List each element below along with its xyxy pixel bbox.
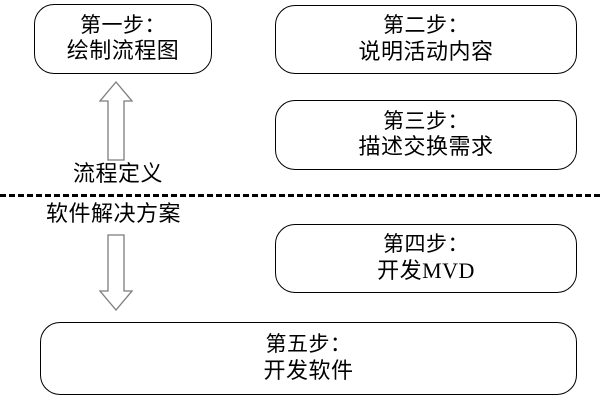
node-step-1-body: 绘制流程图 xyxy=(66,38,180,64)
node-step-5[interactable]: 第五步： 开发软件 xyxy=(40,322,577,395)
node-step-3-body: 描述交换需求 xyxy=(358,134,494,160)
node-step-1[interactable]: 第一步： 绘制流程图 xyxy=(34,4,212,74)
block-arrow-down-icon xyxy=(98,233,134,312)
dashed-divider xyxy=(0,194,600,197)
node-step-3-heading: 第三步： xyxy=(383,108,469,133)
label-software-solution: 软件解决方案 xyxy=(46,201,182,226)
node-step-4-heading: 第四步： xyxy=(383,232,469,257)
node-step-5-heading: 第五步： xyxy=(265,332,352,357)
node-step-4[interactable]: 第四步： 开发MVD xyxy=(275,224,577,293)
node-step-2[interactable]: 第二步： 说明活动内容 xyxy=(275,5,577,74)
node-step-5-body: 开发软件 xyxy=(263,357,354,383)
block-arrow-up-icon xyxy=(98,80,134,162)
node-step-2-heading: 第二步： xyxy=(383,13,469,38)
node-step-4-body: 开发MVD xyxy=(377,257,475,283)
label-process-definition: 流程定义 xyxy=(73,161,164,186)
node-step-3[interactable]: 第三步： 描述交换需求 xyxy=(275,100,577,170)
node-step-2-body: 说明活动内容 xyxy=(358,38,494,64)
node-step-1-heading: 第一步： xyxy=(80,12,166,37)
